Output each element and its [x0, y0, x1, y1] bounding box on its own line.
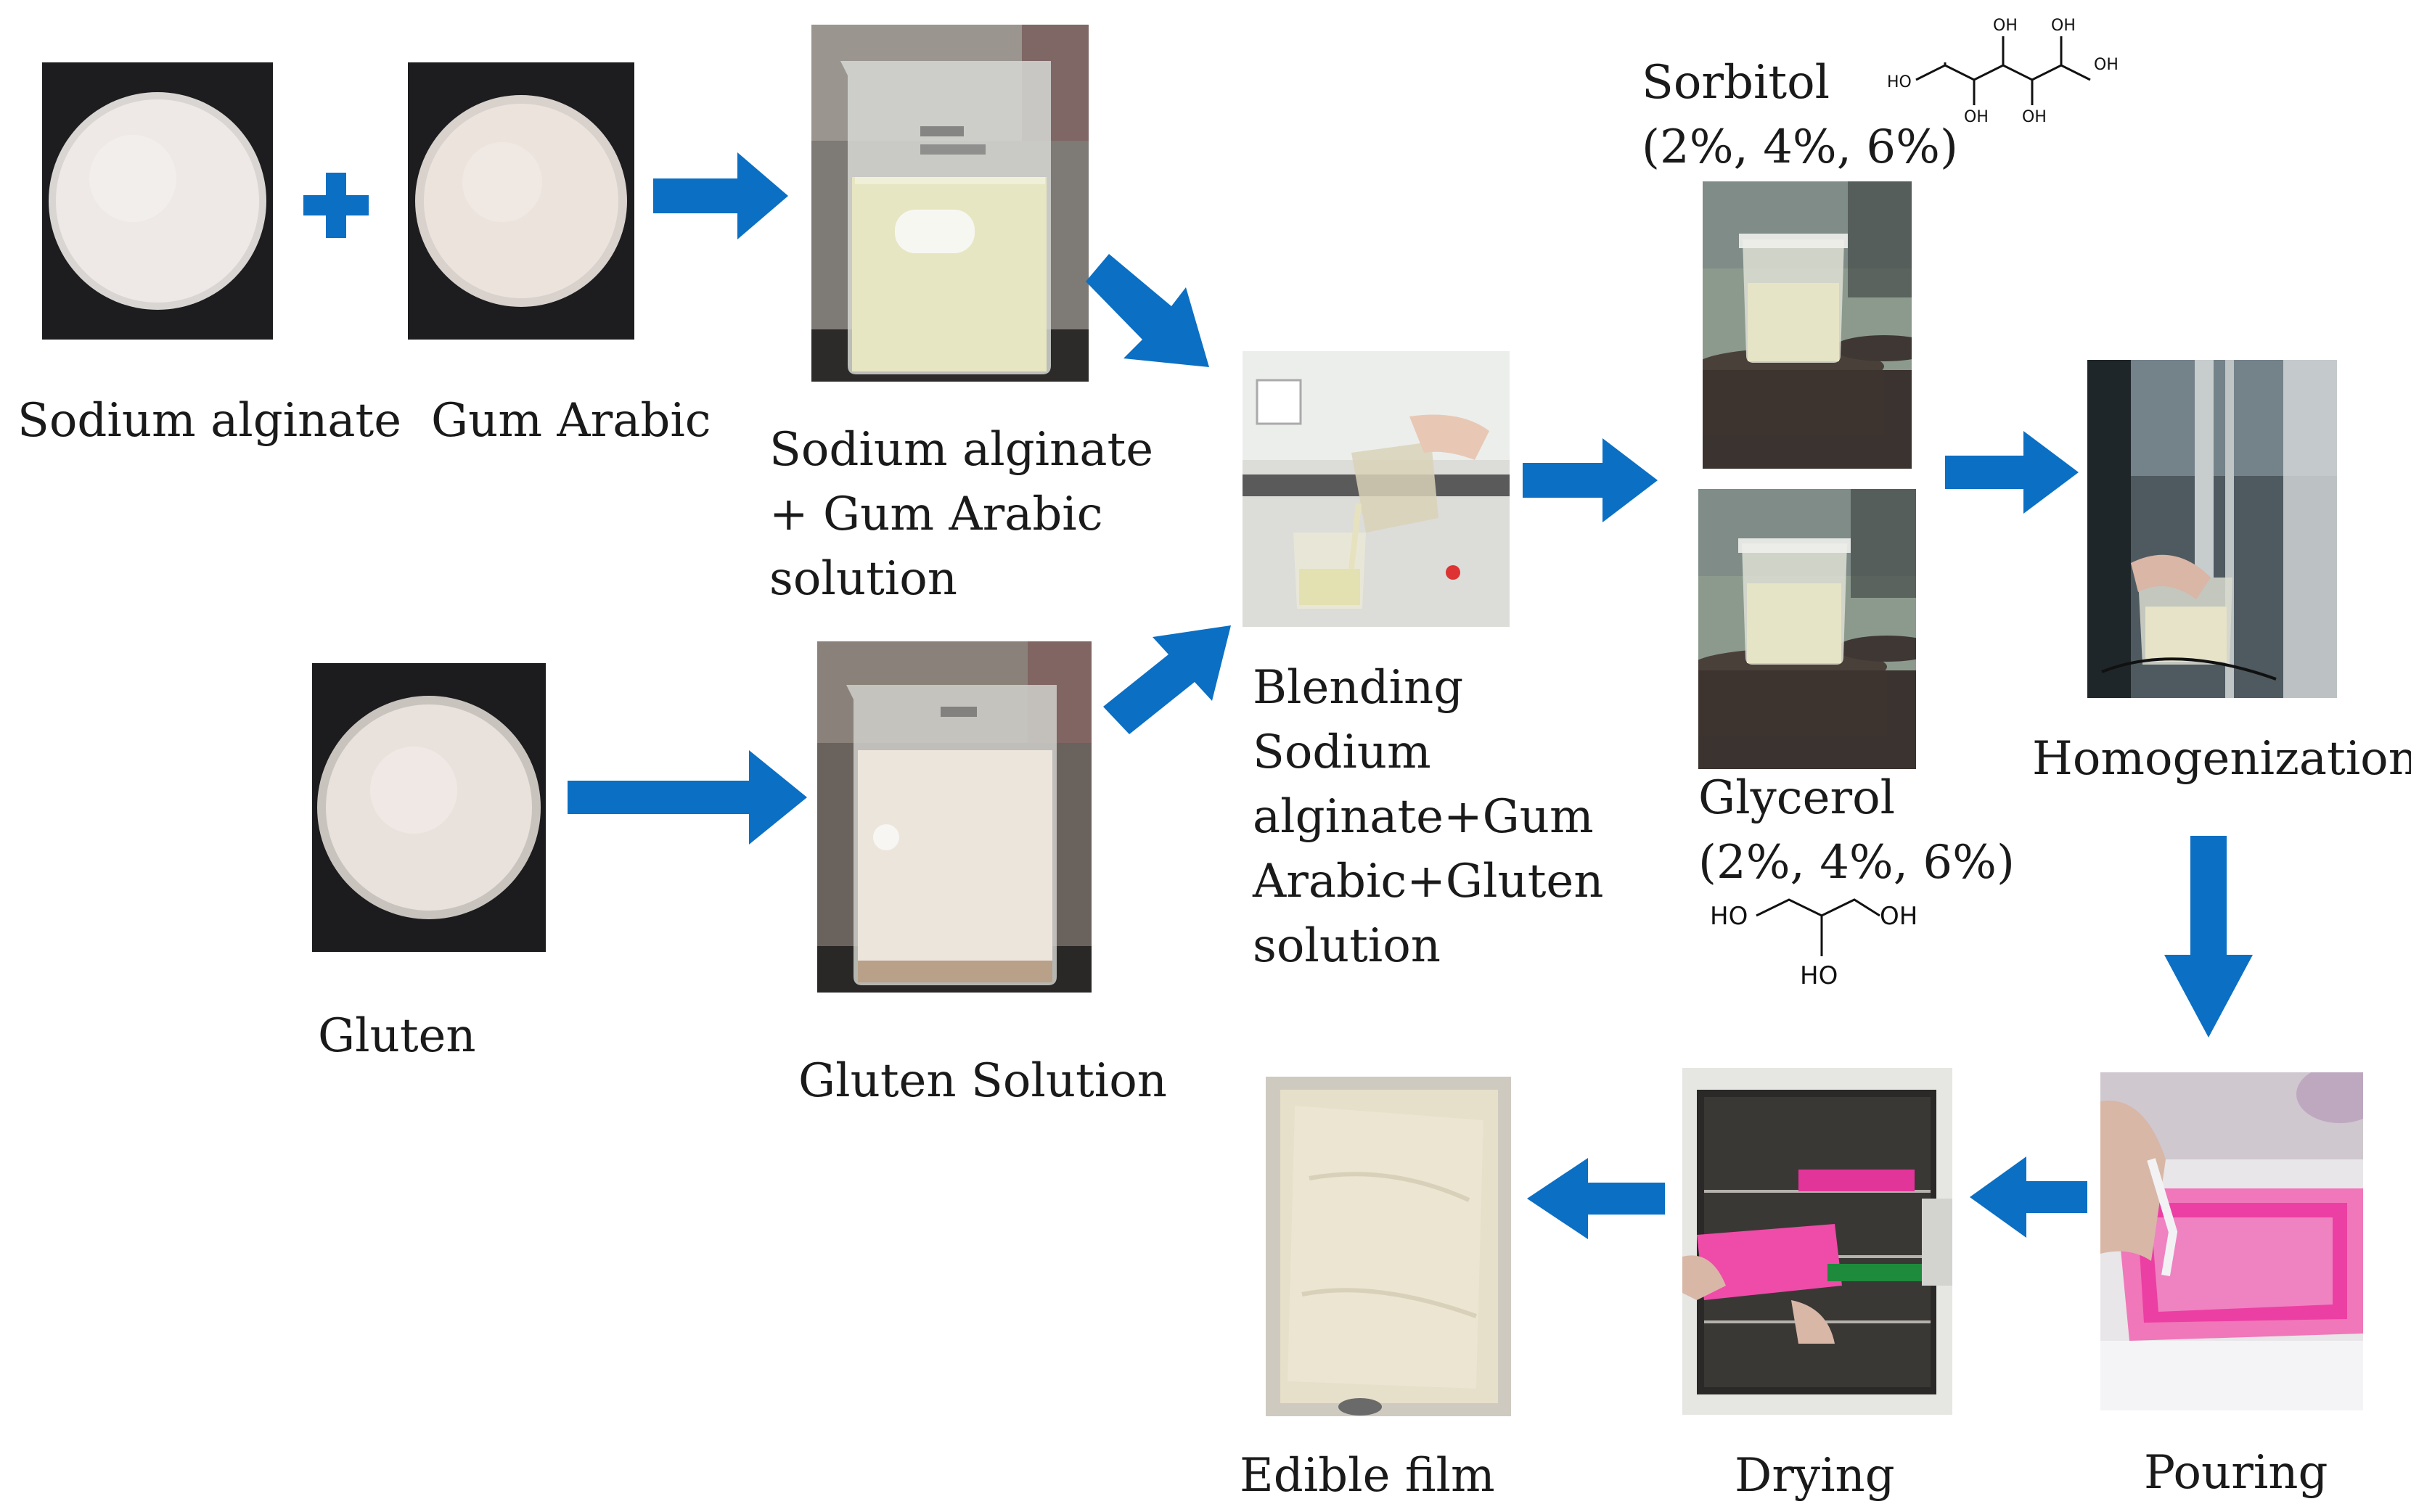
label-mix-solution-line-1: Sodium alginate: [769, 423, 1154, 477]
glycerol-group-3: HO: [1800, 961, 1838, 990]
sorbitol-group-6: OH: [2094, 56, 2119, 74]
label-mix-solution-line-3: solution: [769, 552, 957, 606]
sorbitol-group-1: HO: [1887, 73, 1912, 91]
arrow-to-plasticizer: [1523, 438, 1658, 522]
label-drying: Drying: [1735, 1449, 1895, 1503]
label-pouring: Pouring: [2144, 1446, 2328, 1500]
arrow-to-gluten-solution: [568, 750, 807, 845]
arrow-to-pouring: [2164, 836, 2253, 1038]
gluten-solution-beaker-photo: [817, 641, 1092, 993]
label-gum-arabic: Gum Arabic: [431, 394, 711, 448]
arrow-to-homogenization: [1945, 431, 2079, 514]
sodium-alginate-photo: [42, 62, 273, 340]
edible-film-photo: [1266, 1077, 1511, 1416]
sorbitol-structure: HO OH OH OH OH OH: [1887, 7, 2134, 123]
sorbitol-beaker-photo: [1703, 181, 1912, 469]
label-blending-line-4: Arabic+Gluten: [1253, 855, 1604, 908]
label-gluten: Gluten: [318, 1009, 476, 1063]
blending-photo: [1243, 351, 1510, 627]
label-blending-line-5: solution: [1253, 919, 1441, 973]
gum-arabic-photo: [408, 62, 634, 340]
label-blending-line-1: Blending: [1253, 661, 1464, 715]
homogenization-photo: [2087, 360, 2337, 698]
label-blending: Blending Sodium alginate+Gum Arabic+Glut…: [1253, 656, 1604, 979]
mix-solution-beaker-photo: [811, 25, 1089, 382]
arrow-gluten-to-blending: [1103, 625, 1232, 734]
gluten-photo: [312, 663, 546, 952]
label-edible-film: Edible film: [1240, 1449, 1495, 1503]
glycerol-beaker-photo: [1698, 489, 1916, 769]
arrow-to-edible-film: [1527, 1158, 1665, 1239]
label-blending-line-2: Sodium: [1253, 726, 1431, 779]
label-sorbitol: Sorbitol (2%, 4%, 6%): [1642, 51, 1958, 180]
sorbitol-group-3: OH: [2051, 17, 2076, 35]
label-sorbitol-concentrations: (2%, 4%, 6%): [1642, 120, 1958, 174]
label-blending-line-3: alginate+Gum: [1253, 790, 1594, 844]
sorbitol-group-2: OH: [1993, 17, 2018, 35]
glycerol-structure: HO OH HO: [1706, 885, 1923, 994]
drying-photo: [1682, 1068, 1952, 1415]
label-glycerol-concentrations: (2%, 4%, 6%): [1698, 836, 2015, 889]
label-sodium-alginate: Sodium alginate: [17, 394, 402, 448]
sorbitol-group-5: OH: [2022, 108, 2047, 123]
label-glycerol-name: Glycerol: [1698, 771, 1896, 825]
arrow-to-mix-solution: [653, 152, 788, 239]
label-mix-solution: Sodium alginate + Gum Arabic solution: [769, 418, 1153, 612]
label-mix-solution-line-2: + Gum Arabic: [769, 488, 1103, 541]
label-gluten-solution: Gluten Solution: [798, 1054, 1167, 1108]
arrow-to-drying: [1970, 1156, 2087, 1238]
plus-icon: [303, 173, 369, 238]
glycerol-group-2: OH: [1880, 902, 1917, 931]
arrow-mix-to-blending: [1086, 254, 1216, 370]
pouring-photo: [2100, 1072, 2363, 1410]
label-sorbitol-name: Sorbitol: [1642, 56, 1830, 110]
label-homogenization: Homogenization: [2032, 732, 2411, 786]
glycerol-group-1: HO: [1710, 902, 1748, 931]
sorbitol-group-4: OH: [1964, 108, 1989, 123]
label-glycerol: Glycerol (2%, 4%, 6%): [1698, 766, 2015, 895]
